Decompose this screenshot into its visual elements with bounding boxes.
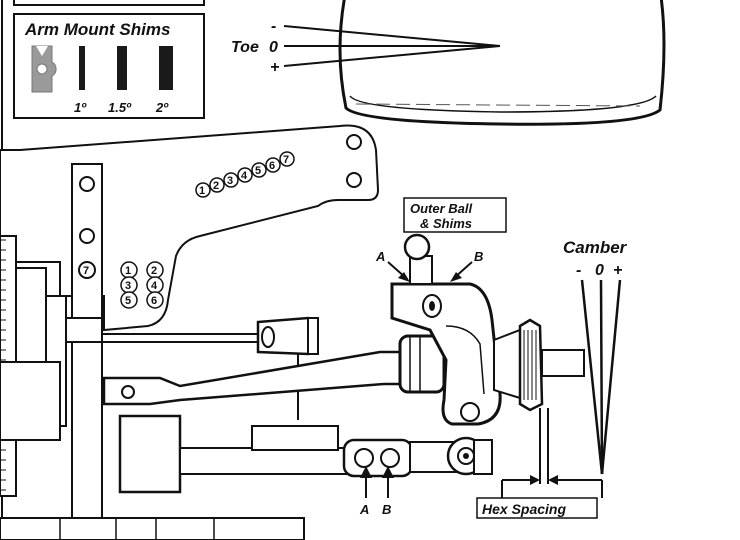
drive-shaft: [102, 334, 446, 406]
upper-camber-link: [65, 316, 319, 420]
inner-mount-hole-a: [354, 448, 374, 468]
camber-minus-label: -: [576, 262, 581, 279]
hex-spacing-callout: Hex Spacing: [476, 408, 603, 519]
lower-arm: [118, 414, 493, 494]
outer-ball-shims-label: & Shims: [420, 216, 472, 231]
camber-zero-label: 0: [595, 262, 604, 279]
inner-mount-hole-b: [380, 448, 400, 468]
tower-hole-label-7: 7: [283, 154, 289, 166]
post-hole-label-7: 7: [83, 265, 89, 277]
toe-plus-line: [283, 45, 501, 67]
grid-hole-label-3: 3: [125, 280, 131, 292]
outer-ball-label: Outer Ball: [410, 201, 473, 216]
camber-plus-label: +: [613, 262, 622, 279]
toe-minus-label: -: [271, 18, 276, 35]
tower-hole-grid: 1 2 3 4 5 6: [120, 261, 164, 309]
outer-ball: [403, 233, 431, 261]
camber-zero-line: [599, 279, 604, 475]
toe-indicator: Toe - 0 +: [231, 18, 501, 76]
camber-label: Camber: [563, 238, 628, 257]
shim-tool-slot: [36, 46, 48, 56]
toe-plus-label: +: [270, 59, 279, 76]
inner-mount-callout: A B: [359, 466, 394, 517]
inner-mount-position-a: A: [359, 502, 369, 517]
outer-ball-position-b: B: [474, 249, 483, 264]
shim-1-5-degree: [117, 46, 127, 90]
shim-2-degree: [159, 46, 173, 90]
outer-ball-shim-stack: [409, 255, 433, 285]
tower-hole-label-5: 5: [255, 165, 261, 177]
grid-hole-label-4: 4: [151, 280, 158, 292]
toe-label: Toe: [231, 39, 259, 56]
arm-mount-shims-panel: Arm Mount Shims 1º 1.5º 2º: [13, 13, 205, 119]
toe-minus-line: [283, 25, 501, 47]
tower-hole-label-3: 3: [227, 175, 233, 187]
inner-mount-position-b: B: [382, 502, 391, 517]
grid-hole-label-6: 6: [151, 295, 157, 307]
wheel-hub: [493, 318, 585, 412]
outer-ball-position-a: A: [375, 249, 385, 264]
grid-hole-label-5: 5: [125, 295, 131, 307]
tower-top-hole: [346, 134, 362, 150]
tower-hole-row: 1 2 3 4 5 6 7: [195, 151, 295, 198]
toe-zero-label: 0: [269, 39, 278, 56]
tower-hole-label-4: 4: [241, 170, 248, 182]
axle-stub: [541, 349, 585, 377]
grid-hole-label-1: 1: [125, 265, 131, 277]
top-left-box-fragment: [13, 0, 205, 6]
shim-1-degree: [79, 46, 85, 90]
camber-minus-line: [580, 279, 604, 475]
tower-hole-label-1: 1: [199, 185, 205, 197]
outer-ball-callout: Outer Ball & Shims A B: [375, 197, 507, 282]
shim-label-1: 1º: [74, 100, 87, 115]
shim-tool-icon: [31, 45, 57, 93]
tire-top-view: [338, 0, 666, 126]
grid-hole-label-2: 2: [151, 265, 157, 277]
hub-carrier: [390, 233, 502, 426]
camber-indicator: Camber - 0 +: [563, 238, 628, 475]
shim-label-1-5: 1.5º: [108, 100, 132, 115]
arm-mount-shims-title: Arm Mount Shims: [24, 20, 170, 39]
tower-hole-label-2: 2: [213, 180, 219, 192]
tower-hole-label-6: 6: [269, 160, 275, 172]
camber-plus-line: [600, 279, 622, 475]
tower-lower-hole: [346, 172, 362, 188]
shim-label-2: 2º: [155, 100, 169, 115]
chassis-plate: [0, 517, 305, 540]
hex-spacing-label: Hex Spacing: [482, 501, 566, 517]
spur-gear: [0, 235, 67, 497]
